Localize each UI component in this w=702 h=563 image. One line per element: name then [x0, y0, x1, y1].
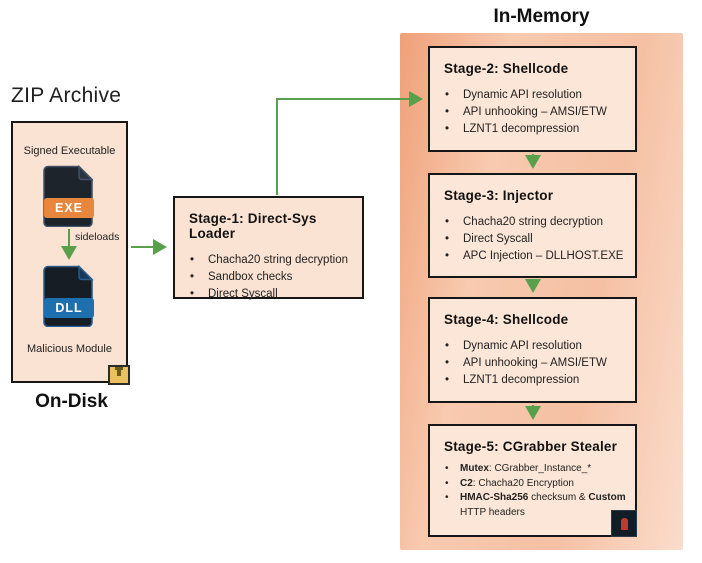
stage1-title: Stage-1: Direct-Sys Loader	[189, 211, 317, 241]
stage4-bullets: Dynamic API resolutionAPI unhooking – AM…	[444, 338, 629, 389]
bullet-item: Dynamic API resolution	[444, 338, 629, 355]
zip-archive-icon	[108, 365, 130, 385]
stage5-title: Stage-5: CGrabber Stealer	[444, 439, 618, 454]
bullet-item: Mutex: CGrabber_Instance_*	[444, 462, 629, 477]
bullet-item: HMAC-Sha256 checksum & Custom HTTP heade…	[444, 491, 629, 520]
vendor-logo-glyph	[620, 517, 628, 530]
on-disk-title: On-Disk	[35, 391, 108, 412]
arrow-stage1-to-stage2	[276, 91, 423, 195]
dll-file-icon: DLL	[41, 264, 98, 328]
on-disk-box: Signed Executable EXE sideloads DLL Mali…	[11, 121, 130, 385]
exe-file-icon: EXE	[41, 164, 98, 228]
bullet-item: LZNT1 decompression	[444, 372, 629, 389]
bullet-item: Direct Syscall	[444, 231, 629, 248]
bullet-item: API unhooking – AMSI/ETW	[444, 104, 629, 121]
signed-executable-label: Signed Executable	[23, 145, 116, 157]
dll-badge: DLL	[44, 298, 94, 318]
stage1-bullets: Chacha20 string decryptionSandbox checks…	[189, 252, 356, 303]
stage5-bullets: Mutex: CGrabber_Instance_*C2: Chacha20 E…	[444, 462, 629, 520]
stage3-title: Stage-3: Injector	[444, 188, 554, 203]
zipper-line	[117, 367, 121, 376]
vendor-logo-icon	[611, 510, 637, 537]
exe-badge: EXE	[44, 198, 94, 218]
zip-archive-title: ZIP Archive	[11, 84, 122, 107]
bullet-item: LZNT1 decompression	[444, 121, 629, 138]
sideloads-label: sideloads	[75, 231, 120, 243]
bullet-item: Sandbox checks	[189, 269, 356, 286]
stage2-bullets: Dynamic API resolutionAPI unhooking – AM…	[444, 87, 629, 138]
stage4-box: Stage-4: Shellcode Dynamic API resolutio…	[428, 297, 637, 403]
stage3-box: Stage-3: Injector Chacha20 string decryp…	[428, 173, 637, 278]
stage3-bullets: Chacha20 string decryptionDirect Syscall…	[444, 214, 629, 265]
bullet-item: Chacha20 string decryption	[189, 252, 356, 269]
stage2-box: Stage-2: Shellcode Dynamic API resolutio…	[428, 46, 637, 152]
malicious-module-label: Malicious Module	[27, 343, 112, 355]
stage4-title: Stage-4: Shellcode	[444, 312, 569, 327]
bullet-item: Dynamic API resolution	[444, 87, 629, 104]
bullet-item: APC Injection – DLLHOST.EXE	[444, 248, 629, 265]
stage2-title: Stage-2: Shellcode	[444, 61, 569, 76]
bullet-item: C2: Chacha20 Encryption	[444, 477, 629, 492]
bullet-item: Chacha20 string decryption	[444, 214, 629, 231]
bullet-item: API unhooking – AMSI/ETW	[444, 355, 629, 372]
stage1-box: Stage-1: Direct-Sys Loader Chacha20 stri…	[173, 196, 364, 303]
bullet-item: Direct Syscall	[189, 286, 356, 303]
stage5-box: Stage-5: CGrabber Stealer Mutex: CGrabbe…	[428, 424, 637, 537]
in-memory-title: In-Memory	[493, 6, 590, 27]
